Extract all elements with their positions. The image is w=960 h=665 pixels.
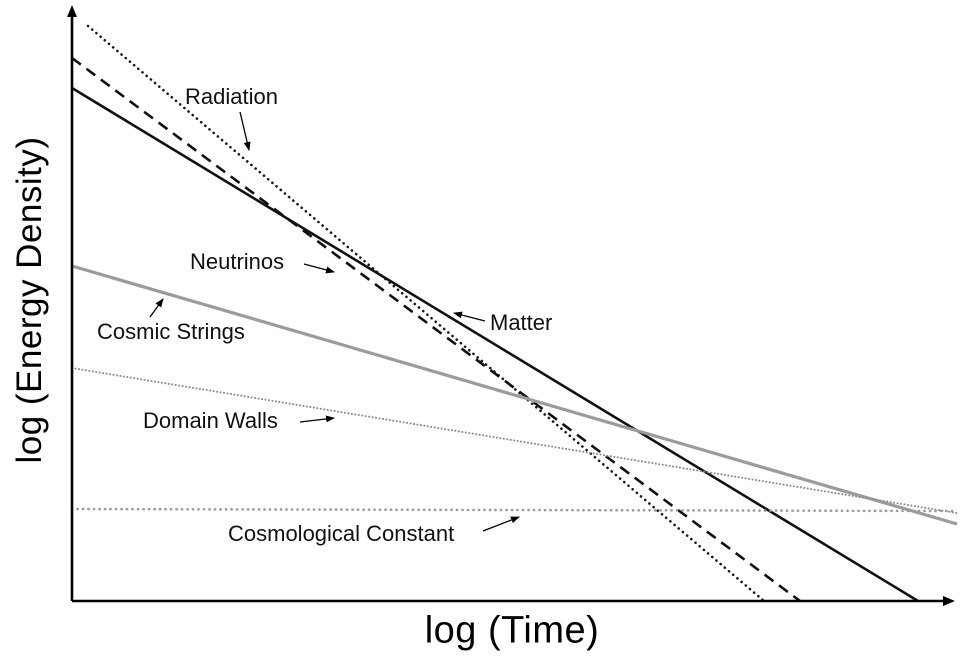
annotation-arrow-domain-walls <box>299 415 335 423</box>
series-line-neutrinos <box>71 56 801 603</box>
series-line-matter <box>71 86 919 603</box>
annotation-label-neutrinos: Neutrinos <box>190 249 284 274</box>
annotation-label-cosmological-constant: Cosmological Constant <box>228 521 454 546</box>
series-line-cosmological-constant <box>70 507 959 513</box>
annotation-label-cosmic-strings: Cosmic Strings <box>97 319 245 344</box>
axes <box>67 5 955 606</box>
y-axis-label: log (Energy Density) <box>10 136 49 464</box>
annotation-label-radiation: Radiation <box>185 84 278 109</box>
annotation-arrow-cosmic-strings <box>149 298 164 318</box>
annotation-arrow-matter <box>453 311 486 322</box>
series-line-cosmic-strings <box>71 264 958 526</box>
annotation-arrow-neutrinos <box>303 263 335 274</box>
series-lines <box>70 24 959 603</box>
series-line-domain-walls <box>71 367 958 514</box>
annotation-arrow-cosmological-constant <box>482 516 520 532</box>
annotation-label-domain-walls: Domain Walls <box>143 408 278 433</box>
annotation-label-matter: Matter <box>490 310 552 335</box>
x-axis-label: log (Time) <box>424 609 600 652</box>
annotation-arrow-radiation <box>239 111 251 151</box>
series-line-radiation <box>86 24 766 603</box>
